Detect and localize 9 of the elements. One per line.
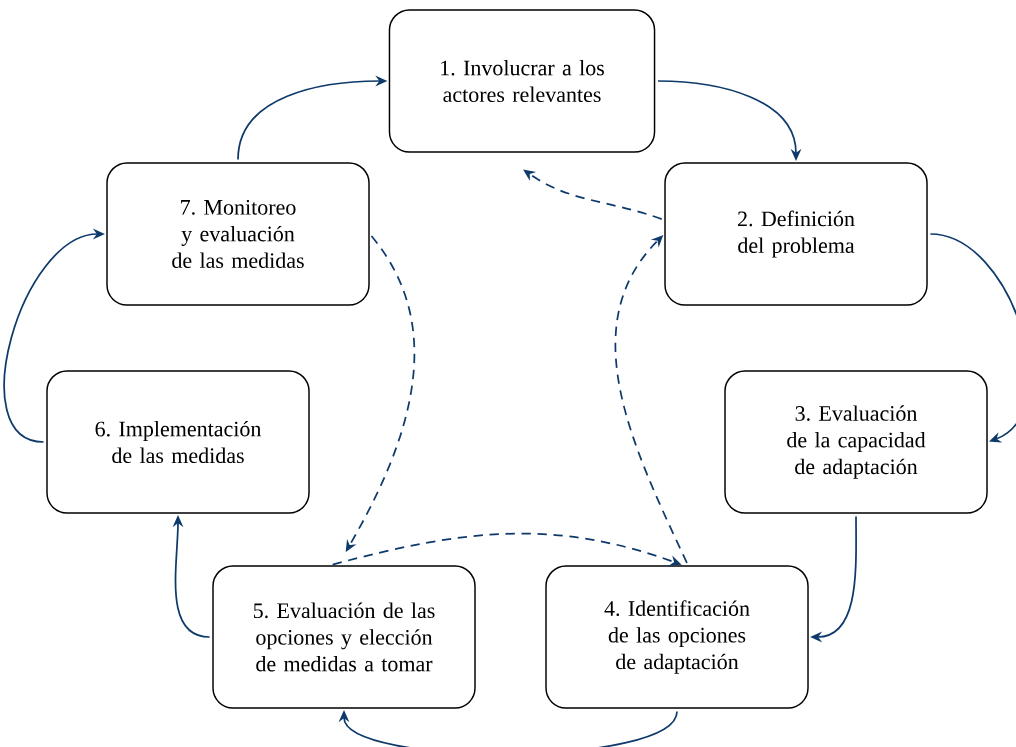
process-box: 4. Identificación de las opciones de adaptación xyxy=(545,565,809,709)
process-box: 1. Involucrar a los actores relevantes xyxy=(388,9,656,153)
process-box: 6. Implementación de las medidas xyxy=(46,370,310,514)
process-box: 3. Evaluación de la capacidad de adaptación xyxy=(724,370,988,514)
process-box: 5. Evaluación de las opciones y elección de medidas a tomar xyxy=(212,565,476,709)
process-box: 7. Monitoreo y evaluación de las medidas xyxy=(106,162,370,306)
arrow xyxy=(929,233,1016,443)
arrow xyxy=(338,710,678,747)
process-box: 2. Definición del problema xyxy=(664,162,928,306)
